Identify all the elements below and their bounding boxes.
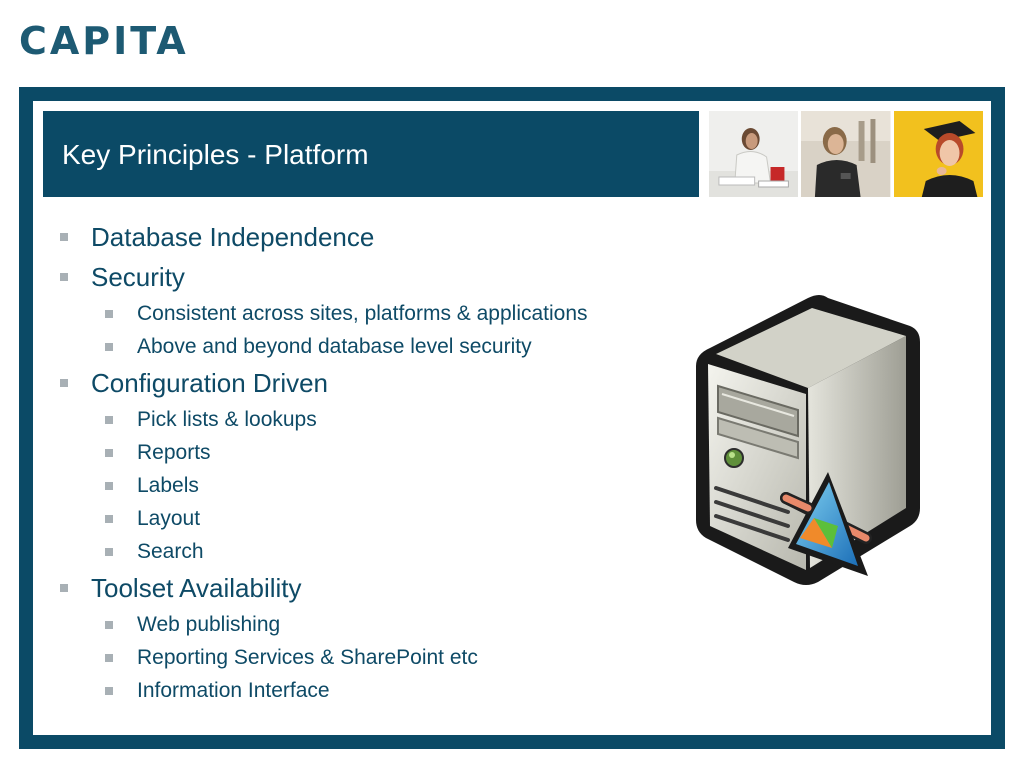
bullet-configuration-driven: Configuration Driven <box>57 363 588 403</box>
sub-bullet-label: Search <box>137 540 204 563</box>
bullet-label: Toolset Availability <box>91 573 302 603</box>
sub-bullet-labels: Labels <box>57 469 588 502</box>
bullet-marker <box>105 515 113 523</box>
sub-bullet-label: Labels <box>137 474 199 497</box>
bullet-marker <box>105 343 113 351</box>
bullet-marker <box>105 621 113 629</box>
bullet-toolset-availability: Toolset Availability <box>57 568 588 608</box>
sub-bullet-label: Reporting Services & SharePoint etc <box>137 646 478 669</box>
woman-at-desk-photo <box>709 111 799 197</box>
slide-frame: Key Principles - Platform <box>19 87 1005 749</box>
sub-bullet-consistent: Consistent across sites, platforms & app… <box>57 297 588 330</box>
woman-with-phone-photo <box>801 111 891 197</box>
sub-bullet-label: Reports <box>137 441 211 464</box>
sub-bullet-information-interface: Information Interface <box>57 674 588 707</box>
sub-bullet-reports: Reports <box>57 436 588 469</box>
sub-bullet-label: Pick lists & lookups <box>137 408 317 431</box>
bullet-marker <box>105 654 113 662</box>
sub-bullet-reporting-services: Reporting Services & SharePoint etc <box>57 641 588 674</box>
server-icon <box>688 286 928 596</box>
bullet-label: Configuration Driven <box>91 368 329 398</box>
bullet-security: Security <box>57 257 588 297</box>
bullet-marker <box>105 482 113 490</box>
capita-logo: CAPITA <box>19 19 189 63</box>
bullet-marker <box>60 584 68 592</box>
bullet-marker <box>60 233 68 241</box>
bullet-marker <box>105 449 113 457</box>
sub-bullet-search: Search <box>57 535 588 568</box>
sub-bullet-above-beyond: Above and beyond database level security <box>57 330 588 363</box>
title-bar: Key Principles - Platform <box>43 111 699 197</box>
sub-bullet-web-publishing: Web publishing <box>57 608 588 641</box>
header-photos <box>709 111 983 197</box>
bullet-marker <box>105 416 113 424</box>
bullet-marker <box>60 273 68 281</box>
graduate-woman-photo <box>893 111 983 197</box>
bullet-marker <box>105 548 113 556</box>
slide-title: Key Principles - Platform <box>62 139 369 170</box>
bullet-label: Database Independence <box>91 222 375 252</box>
sub-bullet-label: Layout <box>137 507 201 530</box>
sub-bullet-layout: Layout <box>57 502 588 535</box>
sub-bullet-label: Consistent across sites, platforms & app… <box>137 302 588 325</box>
sub-bullet-label: Information Interface <box>137 679 330 702</box>
sub-bullet-pick-lists: Pick lists & lookups <box>57 403 588 436</box>
bullet-marker <box>105 310 113 318</box>
bullet-database-independence: Database Independence <box>57 217 588 257</box>
bullet-label: Security <box>91 262 185 292</box>
sub-bullet-label: Web publishing <box>137 613 281 636</box>
sub-bullet-label: Above and beyond database level security <box>137 335 532 358</box>
slide-body: Key Principles - Platform <box>33 101 991 735</box>
bullet-list: Database Independence Security Consisten… <box>57 217 588 707</box>
bullet-marker <box>105 687 113 695</box>
bullet-marker <box>60 379 68 387</box>
